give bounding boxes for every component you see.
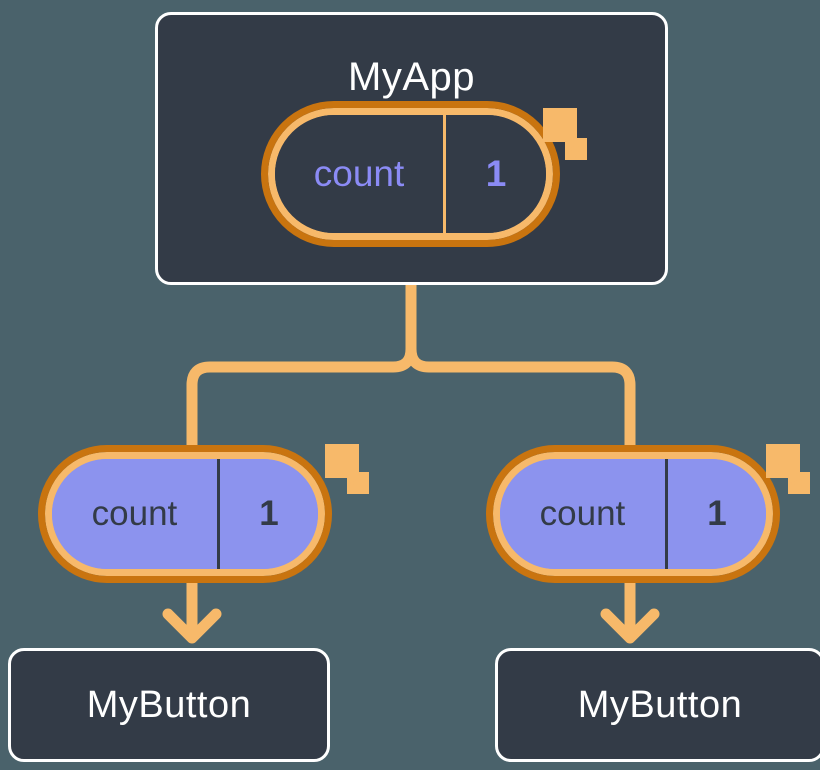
arrow-right-pill-to-button [600,570,660,644]
state-value-right-child: 1 [664,459,766,569]
component-node-mybutton-left[interactable]: MyButton [8,648,330,762]
sparkle-icon [543,108,577,142]
state-pill-left-child[interactable]: count 1 [38,445,332,583]
state-value-root: 1 [443,115,546,233]
state-pill-root[interactable]: count 1 [261,101,560,247]
state-pill-left-inner: count 1 [52,459,318,569]
component-title-mybutton-right: MyButton [577,684,743,726]
state-pill-right-child[interactable]: count 1 [486,445,780,583]
state-key-left-child: count [91,494,178,533]
component-node-mybutton-right[interactable]: MyButton [495,648,820,762]
state-key-right-child: count [539,494,626,533]
edge-root-to-right-child [405,279,636,461]
component-title-myapp: MyApp [348,55,475,99]
edge-root-to-left-child [186,279,417,461]
state-pill-right-inner: count 1 [500,459,766,569]
sparkle-icon [347,472,369,494]
component-title-mybutton-left: MyButton [86,684,252,726]
sparkle-icon [788,472,810,494]
sparkle-icon [565,138,587,160]
state-pill-root-inner: count 1 [275,115,546,233]
arrow-left-pill-to-button [162,570,222,644]
state-key-root: count [313,153,405,194]
state-value-left-child: 1 [216,459,318,569]
